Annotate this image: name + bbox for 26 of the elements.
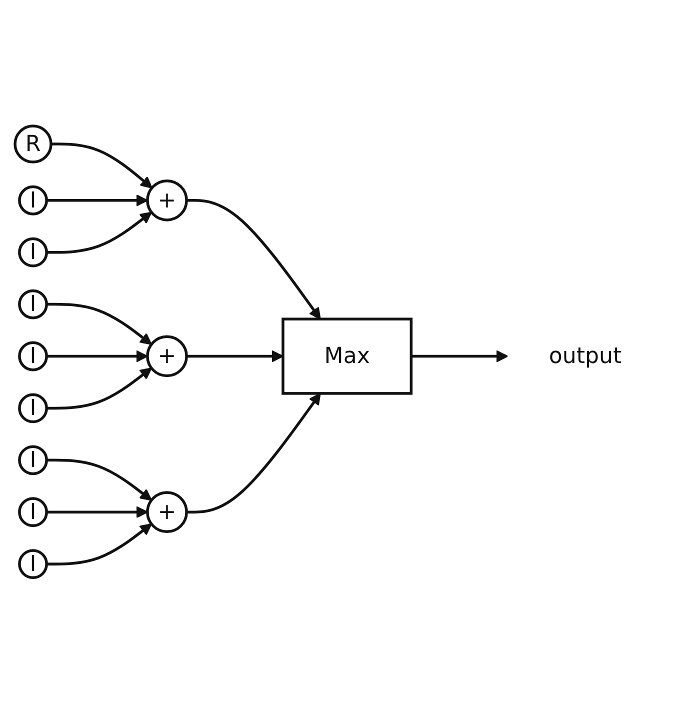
arrow bbox=[51, 142, 152, 189]
arrow bbox=[46, 506, 148, 518]
arrow bbox=[46, 303, 152, 346]
arrow bbox=[46, 368, 152, 410]
node-circle: I bbox=[18, 290, 48, 320]
node-text: output bbox=[548, 342, 622, 369]
arrow bbox=[46, 524, 152, 566]
arrow bbox=[46, 194, 148, 207]
arrow bbox=[186, 393, 321, 514]
node-circle: I bbox=[18, 497, 48, 528]
node-box: Max bbox=[282, 318, 413, 395]
node-circle: I bbox=[18, 445, 48, 476]
arrow bbox=[46, 350, 148, 362]
node-circle: I bbox=[18, 549, 48, 580]
node-circle: + bbox=[146, 335, 188, 378]
node-circle: R bbox=[14, 124, 52, 164]
node-circle: I bbox=[18, 186, 48, 216]
arrow bbox=[46, 458, 152, 501]
node-circle: I bbox=[18, 238, 48, 268]
arrow bbox=[186, 199, 321, 320]
arrow bbox=[46, 212, 152, 254]
node-circle: + bbox=[146, 180, 188, 222]
node-circle: + bbox=[146, 491, 188, 534]
node-circle: I bbox=[18, 341, 48, 372]
node-circle: I bbox=[18, 393, 48, 424]
arrow bbox=[411, 350, 508, 362]
